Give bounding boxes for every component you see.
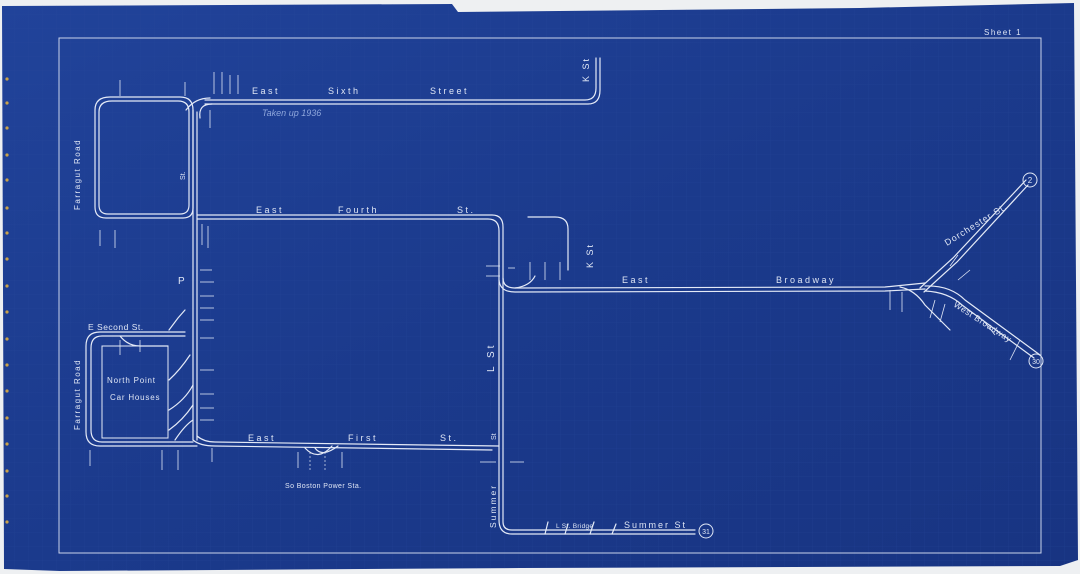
dorchester-track-2 — [923, 184, 1029, 293]
upper-loop-track — [94, 96, 194, 219]
upper-loop-track-inner — [98, 100, 190, 215]
sheet-border — [58, 37, 1042, 554]
street-label-l-st-bridge: L St. Bridge — [556, 523, 593, 530]
power-station-lines — [309, 452, 326, 470]
route-marker-2-label: 2 — [1028, 176, 1033, 185]
street-label-summer-vertical: Summer — [488, 484, 498, 528]
street-label-k-st-upper: K St — [581, 57, 591, 82]
place-car-houses: Car Houses — [110, 393, 160, 402]
street-label-east-fourth-1: East — [256, 205, 284, 215]
east-broadway-track-2 — [498, 279, 926, 293]
west-broadway-track — [924, 285, 1041, 356]
place-power-station: So Boston Power Sta. — [285, 483, 361, 490]
sheet-label: Sheet 1 — [984, 28, 1022, 37]
street-label-summer-st: Summer St — [624, 520, 687, 530]
route-marker-30-label: 30 — [1032, 359, 1040, 366]
street-label-east-sixth-3: Street — [430, 86, 469, 96]
street-label-east-fourth-3: St. — [457, 205, 476, 215]
street-label-east-fourth-2: Fourth — [338, 205, 379, 215]
place-north-point: North Point — [107, 376, 156, 385]
route-marker-2: 2 — [1022, 172, 1038, 188]
street-label-p-st-upper: St. — [180, 171, 187, 180]
street-label-east-first-3: St. — [440, 433, 459, 443]
street-label-east-first-2: First — [348, 433, 378, 443]
lower-loop-track-2 — [90, 335, 194, 443]
street-label-p: P — [178, 276, 185, 287]
street-label-east-sixth-1: East — [252, 86, 280, 96]
street-label-east-broadway-2: Broadway — [776, 275, 836, 285]
west-broadway-track-2 — [924, 290, 1035, 359]
taken-up-note: Taken up 1936 — [262, 108, 321, 118]
route-marker-31-label: 31 — [702, 529, 710, 536]
street-label-east-first-1: East — [248, 433, 276, 443]
lower-loop-track — [85, 331, 198, 447]
street-label-east-sixth-2: Sixth — [328, 86, 361, 96]
street-label-k-st-lower: K St — [585, 243, 595, 268]
east-first-track-2 — [196, 435, 500, 447]
route-marker-31: 31 — [698, 523, 714, 539]
east-fourth-track-2 — [196, 218, 696, 535]
east-sixth-track-2 — [204, 57, 601, 105]
street-label-e-second: E Second St. — [88, 322, 144, 332]
paper-grid — [2, 3, 1078, 571]
east-first-track — [192, 439, 493, 451]
street-label-farragut-upper: Farragut Road — [73, 139, 82, 210]
route-marker-30: 30 — [1028, 353, 1044, 369]
east-sixth-track — [204, 57, 597, 101]
street-label-l-st: L St — [486, 343, 497, 372]
east-fourth-track — [196, 214, 696, 531]
dorchester-track — [919, 179, 1027, 289]
car-house-building — [101, 345, 169, 439]
switch-ticks — [89, 72, 1021, 470]
street-label-east-broadway-1: East — [622, 275, 650, 285]
k-st-stub — [527, 216, 569, 271]
street-label-farragut-lower: Farragut Road — [73, 359, 82, 430]
binding-holes — [5, 77, 9, 524]
track-lines — [85, 57, 1041, 535]
street-label-st-small: St — [491, 433, 498, 440]
